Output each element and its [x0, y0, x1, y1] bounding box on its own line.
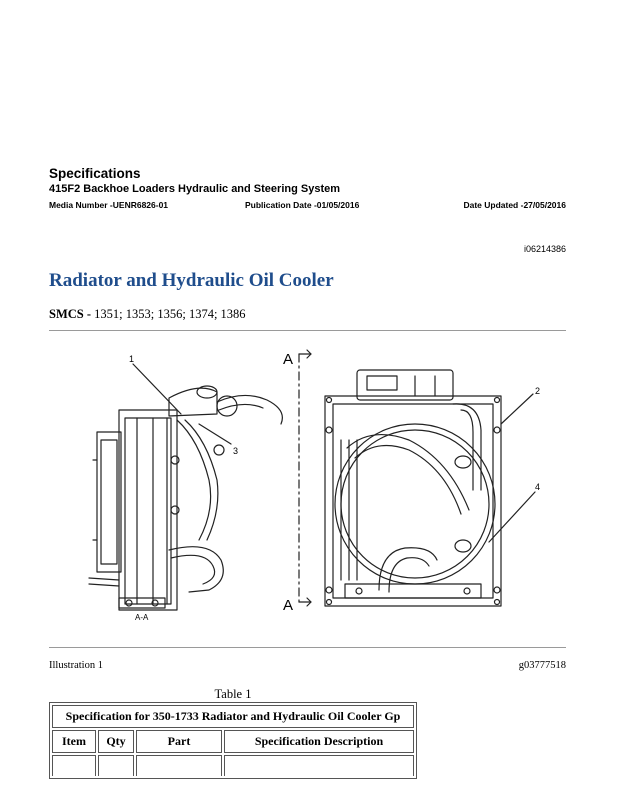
illustration-id: g03777518: [518, 660, 566, 671]
smcs-codes: 1351; 1353; 1356; 1374; 1386: [91, 307, 246, 321]
table-caption: Table 1: [214, 687, 252, 701]
table-cell: [136, 755, 222, 776]
leader-line-2: [500, 393, 534, 425]
smcs-line: SMCS - 1351; 1353; 1356; 1374; 1386: [49, 307, 246, 322]
header-subtitle: 415F2 Backhoe Loaders Hydraulic and Stee…: [49, 183, 341, 195]
section-line: [298, 349, 312, 607]
side-view-drawing: [88, 385, 283, 611]
leader-line-3: [198, 423, 232, 445]
table-row: [52, 755, 414, 776]
illustration-label: Illustration 1: [49, 660, 103, 671]
media-number: Media Number -UENR6826-01: [49, 200, 169, 210]
spec-table: Specification for 350-1733 Radiator and …: [49, 702, 417, 779]
table-cell: [52, 755, 96, 776]
view-label-aa: A-A: [135, 613, 149, 622]
col-item: Item: [52, 730, 96, 753]
table-cell: [98, 755, 134, 776]
radiator-illustration: 1 3 A-A A A: [88, 349, 540, 622]
callout-4: 4: [535, 482, 540, 492]
publication-date: Publication Date -01/05/2016: [245, 200, 360, 210]
col-qty: Qty: [98, 730, 134, 753]
table-title: Specification for 350-1733 Radiator and …: [52, 705, 414, 728]
callout-3: 3: [233, 446, 238, 456]
callout-1: 1: [129, 354, 134, 364]
document-title: Radiator and Hydraulic Oil Cooler: [49, 270, 334, 291]
section-marker-top: A: [283, 351, 293, 368]
header-title: Specifications: [49, 166, 141, 181]
table-title-row: Specification for 350-1733 Radiator and …: [52, 705, 414, 728]
col-spec-description: Specification Description: [224, 730, 414, 753]
col-part: Part: [136, 730, 222, 753]
date-updated: Date Updated -27/05/2016: [463, 200, 566, 210]
divider-bottom: [49, 647, 566, 648]
document-id: i06214386: [523, 244, 566, 254]
callout-2: 2: [535, 386, 540, 396]
section-marker-bottom: A: [283, 597, 293, 614]
table-cell: [224, 755, 414, 776]
divider-top: [49, 330, 566, 331]
table-header-row: Item Qty Part Specification Description: [52, 730, 414, 753]
smcs-label: SMCS -: [49, 307, 92, 321]
leader-line-4: [488, 491, 536, 543]
front-view-drawing: [324, 369, 502, 607]
leader-line-1: [132, 363, 182, 415]
